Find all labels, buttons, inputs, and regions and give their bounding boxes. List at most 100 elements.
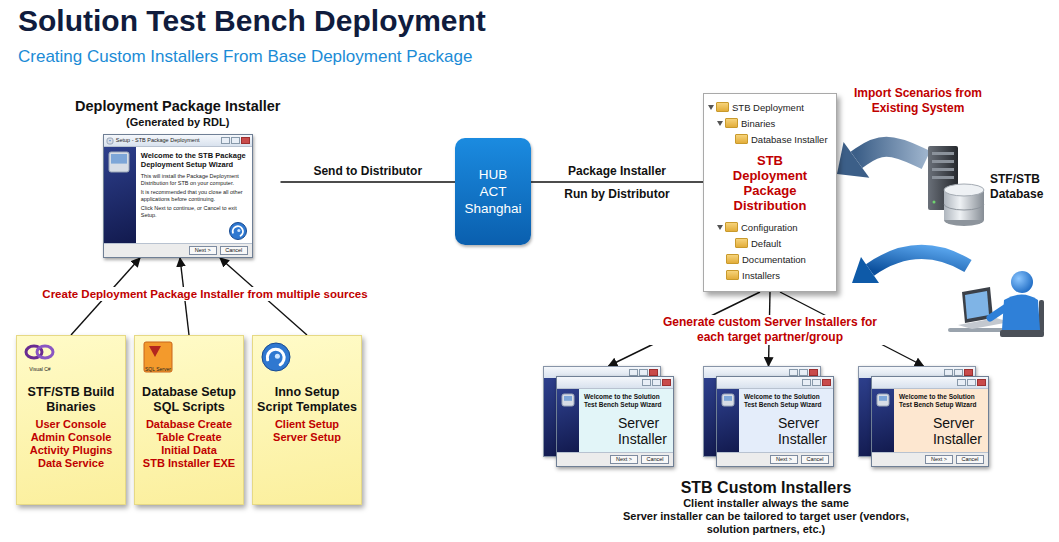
setup-icon xyxy=(876,393,890,407)
wizard-heading: Welcome to the Solution Test Bench Setup… xyxy=(899,393,984,409)
connector-line xyxy=(281,181,456,182)
tree-label: Default xyxy=(751,238,781,249)
maximize-button xyxy=(652,379,661,386)
close-button xyxy=(809,369,818,376)
drive-slot xyxy=(932,152,954,155)
wizard-button: Next > xyxy=(189,246,217,255)
connector xyxy=(531,182,703,183)
import-arrowhead xyxy=(837,142,869,178)
note-item: STB Installer EXE xyxy=(139,457,239,470)
label-box: Client installer always the same xyxy=(683,497,849,510)
icon-mark xyxy=(149,346,161,357)
setup-icon-frame xyxy=(877,394,889,406)
window-buttons: Next >Cancel xyxy=(104,243,252,257)
setup-icon-screen xyxy=(109,140,111,141)
wizard-side-panel xyxy=(557,389,579,452)
note-item: Activity Plugins xyxy=(21,444,121,457)
wizard-content: Welcome to the Solution Test Bench Setup… xyxy=(739,389,833,452)
minimize-button xyxy=(629,369,638,376)
wizard-text: It is recommended that you close all oth… xyxy=(141,189,248,202)
setup-icon-frame xyxy=(562,394,574,406)
cylinder-top xyxy=(944,184,984,196)
inno-setup-icon xyxy=(259,341,293,373)
maximize-button xyxy=(967,379,976,386)
edge-label: Send to Distributor xyxy=(313,164,422,179)
wizard-text: Click Next to continue, or Cancel to exi… xyxy=(141,205,248,218)
note-item: Admin Console xyxy=(21,431,121,444)
close-button xyxy=(977,379,986,386)
installer-name: Server Installer xyxy=(778,415,827,447)
tree-row: STB Deployment xyxy=(708,99,832,115)
label-box: Generate custom Server Installers for ea… xyxy=(650,315,890,345)
label-box: Import Scenarios from Existing System xyxy=(843,86,993,116)
group-title: STB Custom Installers xyxy=(681,479,852,497)
user-input-arrowhead xyxy=(852,257,879,283)
expand-arrow xyxy=(717,121,723,126)
window-controls xyxy=(944,369,973,376)
tree-label: Configuration xyxy=(741,222,798,233)
note-heading: Inno Setup Script Templates xyxy=(257,385,357,415)
laptop-display xyxy=(965,291,989,319)
chair-seat xyxy=(1000,330,1044,337)
label-box: Server installer can be tailored to targ… xyxy=(616,510,916,536)
tree-label: Documentation xyxy=(742,254,806,265)
icon-caption: SQL Server xyxy=(145,366,171,373)
logo-dot xyxy=(275,354,280,359)
wizard-button: Cancel xyxy=(641,455,669,464)
note-item: Data Service xyxy=(21,457,121,470)
import-arrow xyxy=(856,147,926,160)
status-led xyxy=(933,201,936,204)
wizard-window: Welcome to the Solution Test Bench Setup… xyxy=(871,376,989,467)
minimize-button xyxy=(789,369,798,376)
label-box: Creating Custom Installers From Base Dep… xyxy=(18,47,472,67)
setup-icon-screen xyxy=(111,154,127,164)
wizard-button: Next > xyxy=(925,455,953,464)
tree-row: Default xyxy=(708,235,832,251)
folder-icon xyxy=(735,134,748,144)
hub-label: HUB ACT Shanghai xyxy=(464,166,521,217)
heading-area: Deployment Package Installer(Generated b… xyxy=(75,97,281,129)
folder-icon xyxy=(726,254,739,264)
installer-name: Server Installer xyxy=(618,415,667,447)
close-button xyxy=(822,379,831,386)
window-body: Welcome to the Solution Test Bench Setup… xyxy=(872,388,988,452)
wizard-heading: Welcome to the Solution Test Bench Setup… xyxy=(584,393,669,409)
wizard-window: Setup - STB Package DeploymentWelcome to… xyxy=(103,134,253,258)
folder-icon xyxy=(725,222,738,232)
import-note: Import Scenarios from Existing System xyxy=(843,86,993,116)
setup-icon-screen xyxy=(724,396,732,401)
icon-tile xyxy=(144,342,172,372)
tree-row: Database Installer xyxy=(708,131,832,147)
label-area: STF/STB Database xyxy=(988,142,1043,202)
note-item: Initial Data xyxy=(139,444,239,457)
installer-stack: Welcome to the Solution Test Bench Setup… xyxy=(858,366,989,467)
minimize-button xyxy=(642,379,651,386)
package-name: STB Deployment Package Distribution xyxy=(733,153,807,213)
wizard-content: Welcome to the STB Package Deployment Se… xyxy=(136,147,252,243)
wizard-heading: Welcome to the Solution Test Bench Setup… xyxy=(744,393,829,409)
user-input-arrow xyxy=(870,252,968,270)
sticky-note: SQL ServerDatabase Setup SQL ScriptsData… xyxy=(134,335,244,505)
close-button xyxy=(649,369,658,376)
minimize-button xyxy=(944,369,953,376)
item-list: Database CreateTable CreateInitial DataS… xyxy=(139,418,239,470)
wizard-button: Next > xyxy=(770,455,798,464)
folder-icon xyxy=(735,238,748,248)
tree-row: Configuration xyxy=(708,219,832,235)
edge-label-box: Send to Distributor xyxy=(313,164,422,179)
label-box: Solution Test Bench Deployment xyxy=(18,3,486,39)
heading-area: Inno Setup Script Templates xyxy=(257,385,357,415)
tree-label: Binaries xyxy=(741,118,775,129)
window-title: Setup - STB Package Deployment xyxy=(116,135,219,146)
hub-box: HUB ACT Shanghai xyxy=(455,138,531,245)
window-controls xyxy=(221,137,250,144)
product-icon: SQL Server xyxy=(141,341,175,373)
database-icon xyxy=(926,142,988,230)
tree-row: Documentation xyxy=(708,251,832,267)
wizard-heading: Welcome to the STB Package Deployment Se… xyxy=(141,151,248,169)
heading-area: Database Setup SQL Scripts xyxy=(139,385,239,415)
maximize-button xyxy=(954,369,963,376)
note-item: Server Setup xyxy=(257,431,357,444)
drive-slot xyxy=(932,160,954,163)
